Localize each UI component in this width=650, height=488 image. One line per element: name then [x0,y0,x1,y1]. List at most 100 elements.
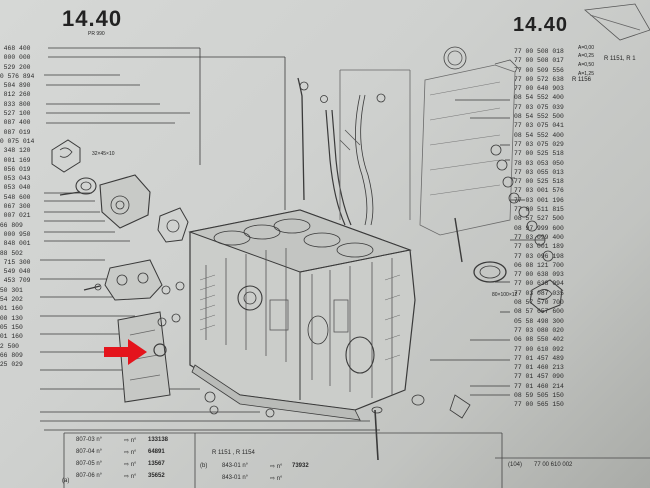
right-reference-16: 77 03 001 576 [514,187,564,195]
left-reference-13: 3 001 169 [0,156,31,164]
right-reference-12: 77 00 525 518 [514,150,564,158]
model-label-right-2: R 1156 [572,77,591,83]
right-reference-8: 08 54 552 500 [514,113,564,121]
bottom-right-page-ref: (104) [508,462,523,468]
left-reference-21: 7 000 950 [0,230,31,238]
inset-size-label: 32×45×10 [92,151,115,157]
table-b-label: (b) [200,463,208,469]
right-reference-29: 08 57 657 600 [514,308,564,316]
left-reference-5: 7 504 890 [0,82,31,90]
right-reference-30: 05 58 498 300 [514,317,564,325]
left-reference-22: 8 848 001 [0,240,31,248]
right-reference-15: 77 00 525 518 [514,178,564,186]
left-reference-11: 70 075 014 [0,137,35,145]
left-reference-14: 3 056 019 [0,165,31,173]
table-b-row-1-code: 843-01 n° [222,463,249,469]
right-reference-34: 77 01 457 489 [514,354,564,362]
table-a-label: (a) [62,478,70,484]
right-reference-27: 77 03 087 035 [514,289,564,297]
right-reference-7: 77 03 075 039 [514,103,564,111]
right-reference-21: 77 03 099 400 [514,233,564,241]
left-reference-26: 1 453 709 [0,277,31,285]
right-reference-4: 77 00 572 638 [514,75,564,83]
table-b-models: R 1151 , R 1154 [212,450,255,456]
right-reference-14: 77 03 055 013 [514,168,564,176]
left-reference-10: 1 087 019 [0,128,31,136]
table-a-row-3-arrow: ⇨ n° [124,462,137,468]
left-reference-16: 3 053 040 [0,184,31,192]
right-reference-35: 77 01 460 213 [514,364,564,372]
shim-note-4: A=1,25 [578,71,594,77]
inset-size-label-right: 80×100×12 [492,292,518,298]
left-reference-12: 7 348 120 [0,147,31,155]
left-reference-27: 250 301 [0,286,23,294]
right-reference-24: 06 08 121 700 [514,261,564,269]
right-reference-31: 77 03 080 020 [514,326,564,334]
shim-note-3: A=0,50 [578,62,594,68]
left-reference-23: 888 502 [0,249,23,257]
left-reference-31: 005 150 [0,323,23,331]
right-reference-3: 77 00 509 556 [514,66,564,74]
right-reference-19: 08 57 527 500 [514,215,564,223]
left-reference-4: 70 576 894 [0,72,35,80]
left-reference-8: 7 527 100 [0,110,31,118]
right-reference-5: 77 00 640 903 [514,85,564,93]
page-number-left: 14.40 [62,6,123,31]
right-reference-23: 77 03 096 198 [514,252,564,260]
left-reference-18: 7 067 300 [0,203,31,211]
right-reference-22: 77 03 001 189 [514,243,564,251]
right-reference-6: 08 54 552 400 [514,94,564,102]
table-a-row-4-num: 35652 [148,473,165,479]
model-label-right: R 1151, R 1 [604,56,636,62]
left-reference-25: 7 549 040 [0,268,31,276]
right-reference-38: 08 59 505 150 [514,391,564,399]
table-b-row-2-code: 843-01 n° [222,475,249,481]
left-reference-6: 2 812 260 [0,91,31,99]
right-reference-11: 77 03 075 029 [514,140,564,148]
shim-note-1: A=0,00 [578,45,594,51]
right-reference-28: 08 57 570 700 [514,299,564,307]
left-reference-28: 254 202 [0,296,23,304]
table-a-row-2-code: 807-04 n° [76,449,103,455]
right-reference-9: 77 03 075 041 [514,122,564,130]
left-reference-19: 3 007 021 [0,212,31,220]
left-reference-15: 3 053 043 [0,175,31,183]
table-a-row-4-code: 807-06 n° [76,473,103,479]
table-b-row-1-num: 73932 [292,463,309,469]
right-reference-37: 77 01 460 214 [514,382,564,390]
right-reference-10: 08 54 552 400 [514,131,564,139]
right-reference-1: 77 00 508 018 [514,48,564,55]
table-a-row-2-arrow: ⇨ n° [124,450,137,456]
left-reference-34: 966 809 [0,351,23,359]
right-reference-39: 77 00 565 150 [514,401,564,409]
table-a-row-3-num: 13567 [148,461,165,467]
page-subtitle-left: PR 990 [88,31,105,37]
table-a-row-2-num: 64891 [148,449,165,455]
left-reference-33: 12 500 [0,342,20,350]
left-reference-9: 7 087 400 [0,119,31,127]
right-reference-20: 08 97 999 600 [514,224,564,232]
right-reference-32: 06 08 550 402 [514,336,564,344]
right-reference-33: 77 00 610 092 [514,345,564,353]
right-reference-18: 77 00 511 815 [514,206,564,214]
red-pointer-arrow-icon [104,339,147,365]
table-b-row-2-arrow: ⇨ n° [270,476,283,482]
left-reference-35: 025 029 [0,361,23,369]
table-a-row-4-arrow: ⇨ n° [124,474,137,480]
right-reference-13: 78 03 053 050 [514,159,564,167]
table-a-row-1-arrow: ⇨ n° [124,438,137,444]
page-number-right: 14.40 [513,14,569,36]
left-reference-1: 2 468 400 [0,45,31,52]
left-reference-2: 7 000 000 [0,54,31,62]
bottom-right-code: 77 00 610 002 [534,462,573,468]
right-reference-2: 77 00 508 017 [514,57,564,65]
shim-note-2: A=0,25 [578,53,594,59]
right-reference-36: 77 01 457 090 [514,373,564,381]
left-reference-20: 966 809 [0,221,23,229]
table-a-row-1-num: 133138 [148,437,169,443]
right-reference-26: 77 00 638 094 [514,280,564,288]
table-a-row-3-code: 807-05 n° [76,461,103,467]
